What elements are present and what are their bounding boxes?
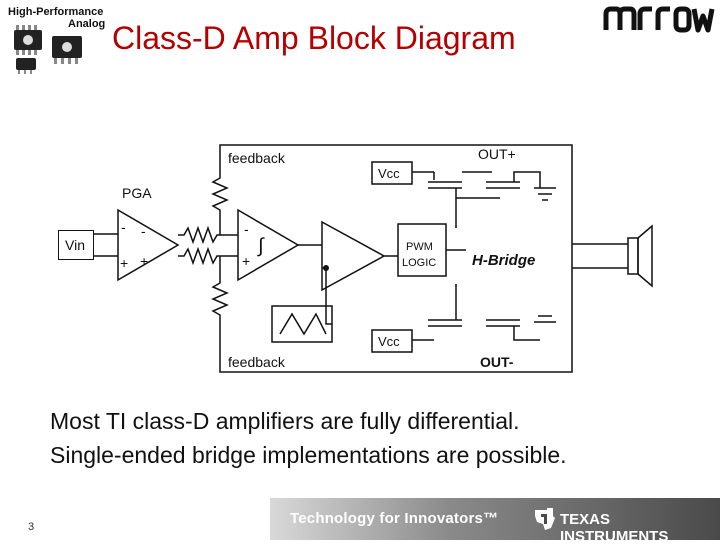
feedback-label-top: feedback <box>228 150 286 166</box>
triangle-wave-generator <box>271 305 333 343</box>
integrator-plus-sign: + <box>242 253 250 269</box>
pga-plus-sign: + <box>120 255 128 271</box>
feedback-label-bottom: feedback <box>228 354 286 370</box>
out-plus-label: OUT+ <box>478 146 516 162</box>
pwm-label: PWM <box>406 241 433 253</box>
pga-plus-sign-2: + <box>140 253 148 269</box>
vcc-top-label: Vcc <box>378 166 400 181</box>
vin-box: Vin <box>58 230 94 260</box>
speaker-cone <box>637 224 653 288</box>
footer-bar <box>270 498 720 540</box>
class-d-block-diagram: feedback feedback OUT+ OUT- PGA Vcc Vcc … <box>94 144 653 373</box>
ic-chip-icon <box>14 25 42 55</box>
high-performance-analog-badge <box>6 4 112 76</box>
out-minus-label: OUT- <box>480 354 514 370</box>
feedback-resistor-top <box>211 172 229 235</box>
feedback-loop-top <box>219 144 573 373</box>
h-bridge-label: H-Bridge <box>472 252 535 269</box>
pga-triangle <box>117 208 180 282</box>
body-line-2: Single-ended bridge implementations are … <box>50 442 567 468</box>
pga-label: PGA <box>122 185 152 201</box>
triangle-wave-icon <box>279 312 327 336</box>
integral-symbol: ∫ <box>257 235 265 257</box>
ti-logo-icon <box>533 506 557 537</box>
vin-label: Vin <box>65 237 85 253</box>
feedback-resistor-bottom <box>211 256 229 345</box>
vcc-top-box <box>371 161 413 185</box>
ic-chip-icon <box>16 58 36 74</box>
ic-chip-icon <box>52 36 82 64</box>
pga-minus-sign-2: - <box>141 223 146 239</box>
vcc-bottom-box <box>371 329 413 353</box>
vcc-bottom-label: Vcc <box>378 334 400 349</box>
pga-minus-sign: - <box>121 219 126 235</box>
speaker-body <box>627 237 639 275</box>
badge-line-1: High-Performance <box>8 6 104 18</box>
body-line-1: Most TI class-D amplifiers are fully dif… <box>50 408 520 434</box>
badge-text: High-Performance Analog <box>8 6 105 30</box>
footer-tagline: Technology for Innovators™ <box>290 510 499 527</box>
resistor-bottom <box>178 246 238 266</box>
logic-label: LOGIC <box>402 257 436 269</box>
badge-line-2: Analog <box>68 18 106 30</box>
arrow-logo <box>600 4 716 39</box>
page-title: Class-D Amp Block Diagram <box>112 20 516 56</box>
comparator-triangle <box>321 220 386 292</box>
body-text: Most TI class-D amplifiers are fully dif… <box>50 404 567 472</box>
resistor-top <box>178 225 238 245</box>
integrator-minus-sign: - <box>244 221 249 237</box>
page-number: 3 <box>28 521 35 533</box>
integrator-triangle <box>237 208 300 282</box>
